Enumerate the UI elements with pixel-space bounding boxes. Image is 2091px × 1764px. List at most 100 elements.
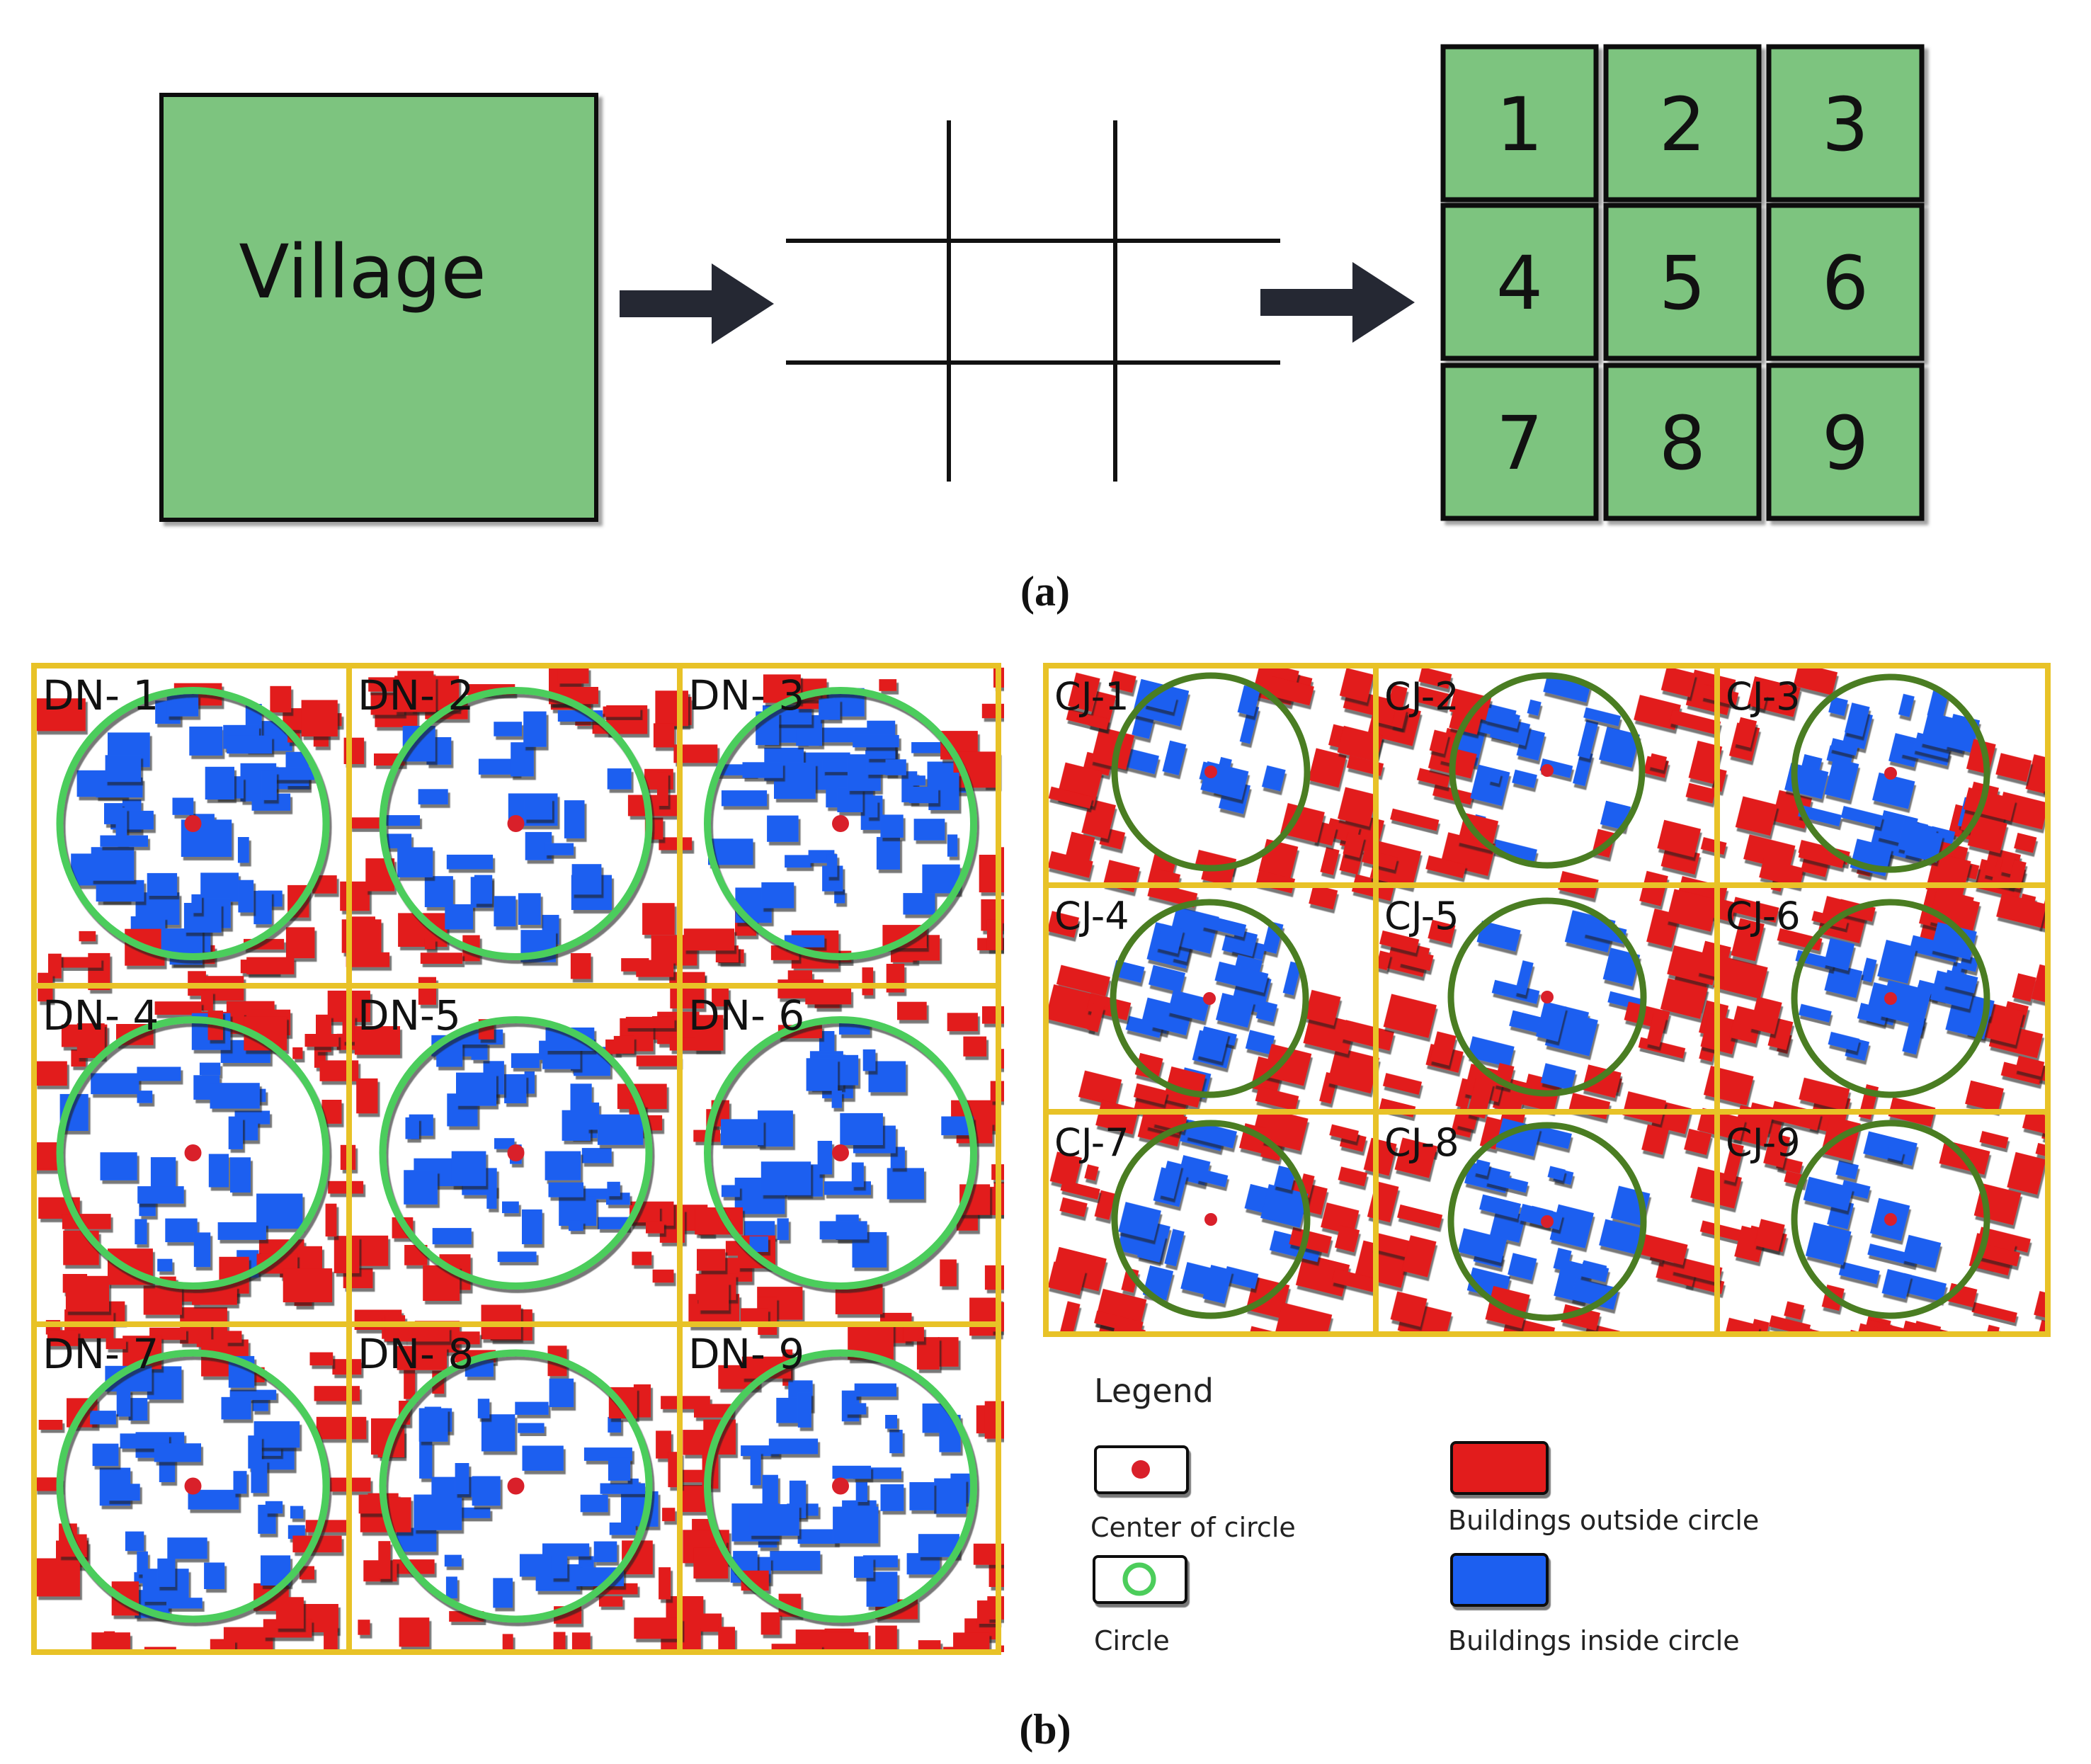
building-inside [444,1554,462,1567]
building-inside [597,1114,644,1145]
building-inside [1602,948,1641,986]
building-inside [1798,1003,1832,1023]
building-outside [1671,1256,1723,1283]
building-inside [885,1415,897,1429]
grid-cell-5 [1603,203,1762,361]
building-inside [1803,1176,1854,1211]
building-inside [934,1478,967,1514]
building-outside [603,706,641,717]
building-outside [1731,897,1779,923]
building-outside [1660,666,1697,698]
cj-label-3: CJ-3 [1726,674,1801,719]
cj-circle-5 [1447,897,1647,1097]
building-inside [853,734,899,748]
building-outside [1391,705,1407,729]
grid-cell-number: 6 [1822,240,1869,326]
building-inside [1599,1219,1643,1255]
dn-circle-2 [379,687,653,960]
building-outside [613,1035,634,1054]
building-outside [1657,819,1702,858]
building-outside [1568,1093,1611,1120]
cj-label-2: CJ-2 [1384,674,1459,719]
building-inside [523,711,547,747]
building-outside [1361,849,1398,870]
building-inside [137,1091,153,1103]
grid-cell-number: 7 [1496,400,1543,486]
dn-label-7: DN- 7 [42,1330,159,1378]
building-inside [1239,705,1260,744]
building-outside [1439,727,1459,763]
building-outside [805,989,852,1005]
cj-circle-9 [1791,1120,1990,1319]
building-inside [876,836,900,870]
building-inside [770,1551,821,1571]
building-inside [831,1091,842,1108]
building-outside [598,1596,623,1607]
building-inside [571,864,602,895]
building-outside [938,1337,959,1367]
building-inside [1202,1265,1233,1304]
circle-label: Circle [1094,1625,1170,1656]
building-outside [292,1047,303,1059]
building-inside [1861,957,1877,983]
building-outside [659,1567,671,1600]
building-outside [1084,1164,1099,1181]
building-inside [1959,955,1979,972]
building-inside [431,1476,479,1497]
building-outside [1327,1047,1380,1094]
building-inside [1518,1203,1563,1230]
legend-title: Legend [1094,1372,1214,1410]
cj-center-dot-1 [1204,766,1217,778]
building-inside [172,797,194,815]
building-outside [2038,1065,2048,1090]
building-inside [494,722,522,736]
cj-center-dot-8 [1541,1215,1554,1228]
center-dot-icon [1132,1460,1150,1479]
building-inside [137,1186,184,1204]
center-of-circle-label: Center of circle [1090,1512,1296,1543]
building-outside [821,1632,869,1651]
building-inside [562,1110,591,1141]
building-outside [2038,892,2048,936]
building-inside [1540,1063,1576,1091]
building-outside [1749,996,1782,1035]
building-inside [1535,1001,1567,1042]
cj-center-dot-2 [1541,764,1554,777]
building-outside [316,1416,367,1440]
building-inside [511,742,534,777]
building-outside [1731,918,1765,962]
building-outside [897,1001,927,1020]
building-inside [419,1441,433,1479]
dn-center-dot-2 [507,815,525,832]
building-inside [797,1529,838,1544]
building-inside [750,1450,761,1486]
cj-label-5: CJ-5 [1384,894,1459,938]
building-inside [1269,1230,1323,1263]
building-inside [1583,707,1622,727]
building-inside [855,1481,867,1502]
building-inside [1476,921,1521,952]
building-inside [1230,929,1258,957]
cj-center-dot-3 [1884,767,1897,780]
building-inside [432,1228,472,1245]
building-inside [608,1457,631,1481]
building-outside [2000,1062,2044,1086]
building-outside [1390,808,1440,831]
building-outside [299,1566,314,1580]
building-outside [662,1508,676,1522]
cj-circle-3 [1791,673,1990,873]
building-outside [2007,859,2027,889]
cj-circle-2 [1449,672,1646,869]
building-outside [394,676,436,712]
building-inside [91,847,135,881]
building-inside [524,1071,535,1094]
building-inside [569,1220,583,1231]
building-inside [1474,1159,1491,1176]
building-inside [445,1576,457,1598]
building-inside [1492,839,1537,863]
building-inside [1828,1031,1860,1052]
building-outside [903,1326,924,1342]
cj-label-6: CJ-6 [1726,894,1801,938]
building-outside [1743,834,1796,871]
